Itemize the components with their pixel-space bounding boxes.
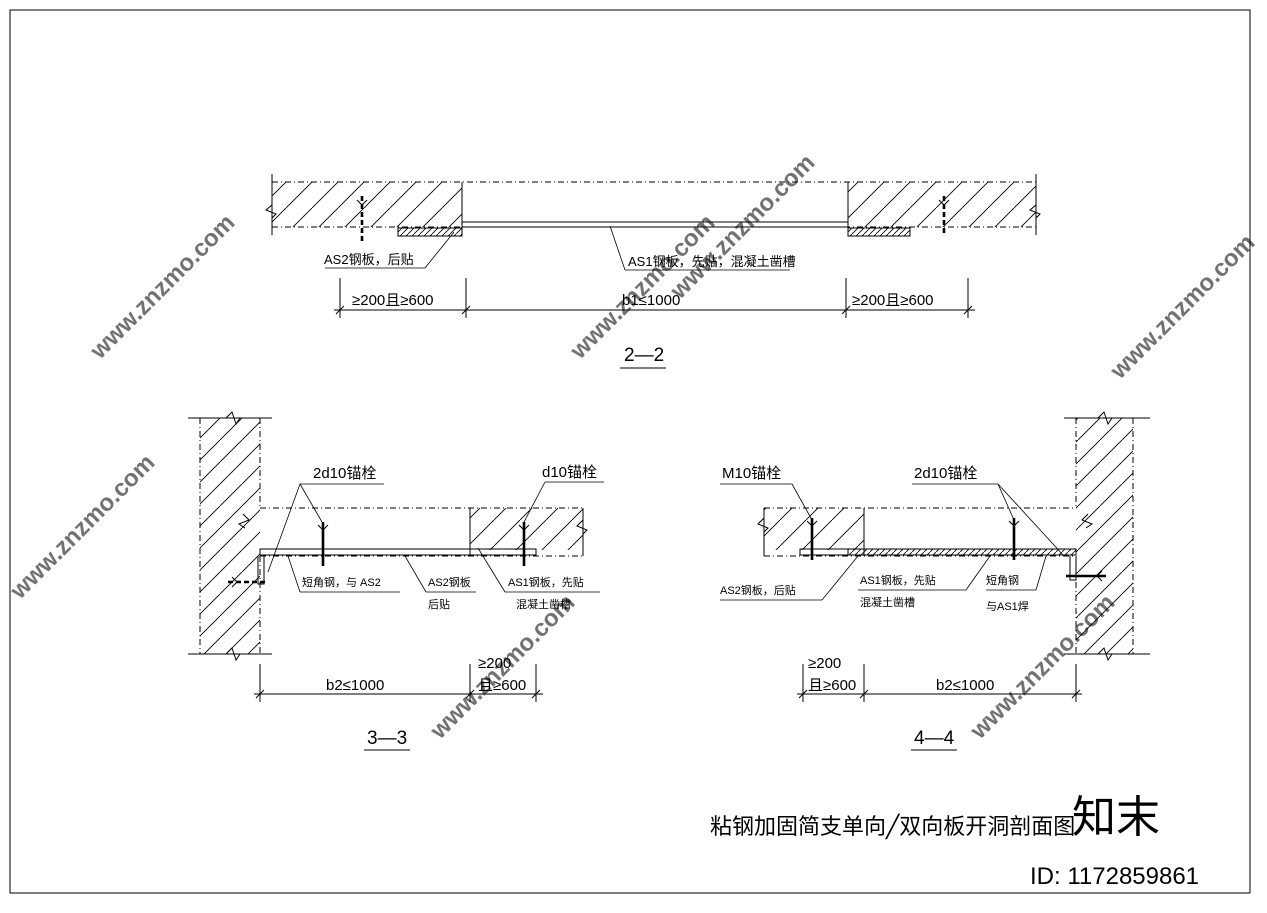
watermark-text: www.znzmo.com [1104, 229, 1260, 385]
dim-left-line1: ≥200 [808, 655, 841, 672]
section-label: 4—4 [914, 728, 955, 749]
as1-plate [847, 548, 1077, 556]
slab-right-concrete [848, 182, 1036, 227]
wall-right [1076, 418, 1133, 654]
wall-left [200, 418, 260, 654]
drawing-frame [9, 9, 1251, 894]
note-as1-line1: AS1钢板，先贴 [860, 573, 936, 587]
dim-right: ≥200且≥600 [852, 292, 934, 309]
dim-left: ≥200且≥600 [352, 292, 434, 309]
note-as2: AS2钢板，后贴 [720, 583, 796, 597]
section-label: 2—2 [624, 345, 664, 366]
section-2-2: AS2钢板，后贴 AS1钢板，先贴，混凝土凿槽 ≥200且≥600 b1≤100… [265, 174, 1041, 369]
bolt-label-right: 2d10锚栓 [914, 465, 977, 482]
as2-annotation: AS2钢板，后贴 [324, 252, 414, 267]
note-as2-line1: AS2钢板 [428, 575, 471, 589]
id-label: ID: 1172859861 [1030, 863, 1199, 890]
as2-plate-right [847, 227, 911, 237]
as1-annotation: AS1钢板，先贴，混凝土凿槽 [628, 254, 796, 269]
note-as1-line1: AS1钢板，先贴 [508, 575, 584, 589]
watermark-text: www.znzmo.com [84, 209, 240, 365]
note-as1-line2: 混凝土凿槽 [860, 595, 915, 609]
note-angle-line1: 短角钢 [986, 573, 1019, 587]
watermarks: www.znzmo.com www.znzmo.com www.znzmo.co… [4, 149, 1260, 745]
dim-right-line1: ≥200 [478, 655, 511, 672]
drawing-title: 粘钢加固简支单向╱双向板开洞剖面图 [710, 813, 1075, 840]
as2-plate-left [397, 227, 463, 237]
bolt-label-left: M10锚栓 [722, 465, 781, 482]
watermark-text: www.znzmo.com [4, 449, 160, 605]
bolt-label-right: d10锚栓 [542, 464, 597, 481]
dim-left-line2: 且≥600 [808, 677, 856, 694]
brand-logo: 知末 [1072, 793, 1160, 842]
slab-left-concrete [272, 182, 462, 227]
section-3-3: 2d10锚栓 d10锚栓 短角钢，与 AS2 AS2钢板 后贴 AS1钢板，先贴… [188, 411, 604, 751]
section-label: 3—3 [367, 728, 407, 749]
section-4-4: M10锚栓 2d10锚栓 AS2钢板，后贴 AS1钢板，先贴 混凝土凿槽 短角钢… [720, 411, 1150, 751]
note-as1-line2: 混凝土凿槽 [516, 597, 571, 611]
dim-left: b2≤1000 [326, 677, 384, 694]
dim-right-line2: 且≥600 [478, 677, 526, 694]
dim-right: b2≤1000 [936, 677, 994, 694]
as2-plate [259, 548, 537, 556]
note-angle: 短角钢，与 AS2 [302, 575, 381, 589]
bolt-label-left: 2d10锚栓 [313, 465, 376, 482]
dim-middle: b1≤1000 [622, 292, 680, 309]
note-as2-line2: 后贴 [428, 597, 450, 611]
note-angle-line2: 与AS1焊 [986, 599, 1029, 613]
